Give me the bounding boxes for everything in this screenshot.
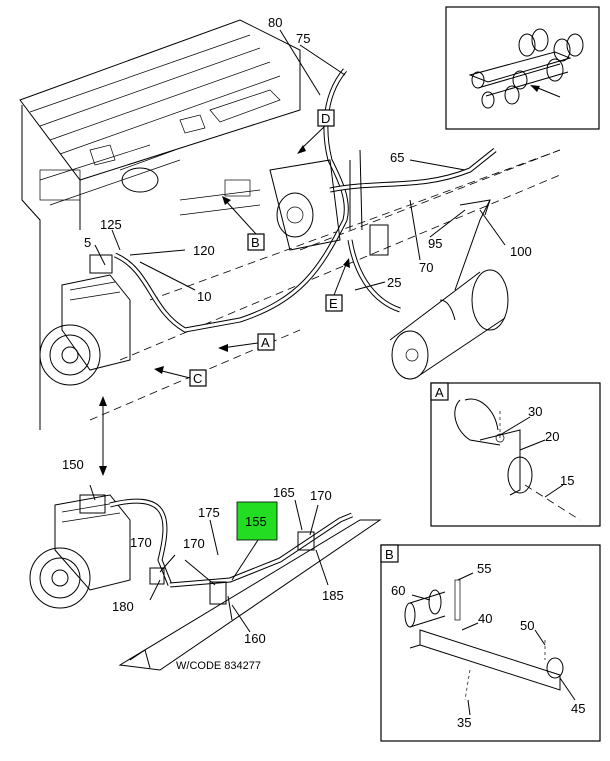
callout-80: 80: [268, 15, 282, 30]
view-ref-b: B: [222, 196, 265, 251]
callout-120: 120: [193, 243, 215, 258]
starter-motor: [389, 269, 509, 380]
view-ref-c: C: [154, 366, 207, 387]
svg-text:B: B: [251, 235, 260, 250]
svg-text:A: A: [261, 335, 270, 350]
callout-labels: 80 75 65 125 5 120 10 95 100 70 25 150 1…: [62, 15, 585, 730]
governor-assembly: [179, 159, 491, 256]
view-connector-arrow: [99, 396, 107, 476]
callout-5: 5: [84, 235, 91, 250]
air-lines-upper: [113, 68, 497, 333]
callout-leaders: [89, 29, 576, 716]
callout-170-right: 170: [310, 488, 332, 503]
callout-100: 100: [510, 244, 532, 259]
detail-view-a: A: [430, 382, 601, 527]
callout-160: 160: [244, 631, 266, 646]
callout-15: 15: [560, 473, 574, 488]
callout-155: 155: [245, 514, 267, 529]
detail-b-title: B: [385, 547, 394, 562]
highlight-155-box: [236, 501, 278, 541]
lower-assembly-view: [29, 494, 382, 671]
callout-95: 95: [428, 236, 442, 251]
frame-rail-lines: [89, 149, 561, 421]
callout-40: 40: [478, 611, 492, 626]
view-ref-e: E: [325, 258, 350, 312]
svg-text:D: D: [321, 111, 330, 126]
vehicle-locator-inset: [445, 6, 600, 130]
engine-block: [19, 19, 301, 430]
callout-150: 150: [62, 457, 84, 472]
view-ref-a: A: [218, 333, 275, 352]
callout-25: 25: [387, 275, 401, 290]
callout-60: 60: [391, 583, 405, 598]
callout-170-left: 170: [130, 535, 152, 550]
svg-text:C: C: [193, 371, 202, 386]
callout-175: 175: [198, 505, 220, 520]
callout-10: 10: [197, 289, 211, 304]
callout-30: 30: [528, 404, 542, 419]
callout-165: 165: [273, 485, 295, 500]
callout-125: 125: [100, 217, 122, 232]
callout-65: 65: [390, 150, 404, 165]
air-compressor-upper: [39, 254, 131, 386]
detail-a-title: A: [435, 385, 444, 400]
callout-50: 50: [520, 618, 534, 633]
callout-180: 180: [112, 599, 134, 614]
code-note: W/CODE 834277: [176, 660, 261, 672]
callout-70: 70: [419, 260, 433, 275]
view-ref-d: D: [297, 109, 335, 154]
svg-text:E: E: [329, 296, 338, 311]
callout-20: 20: [545, 429, 559, 444]
callout-55: 55: [477, 561, 491, 576]
callout-75: 75: [296, 31, 310, 46]
callout-35: 35: [457, 715, 471, 730]
callout-185: 185: [322, 588, 344, 603]
detail-view-b: B: [380, 544, 601, 742]
callout-45: 45: [571, 701, 585, 716]
callout-170-center: 170: [183, 536, 205, 551]
